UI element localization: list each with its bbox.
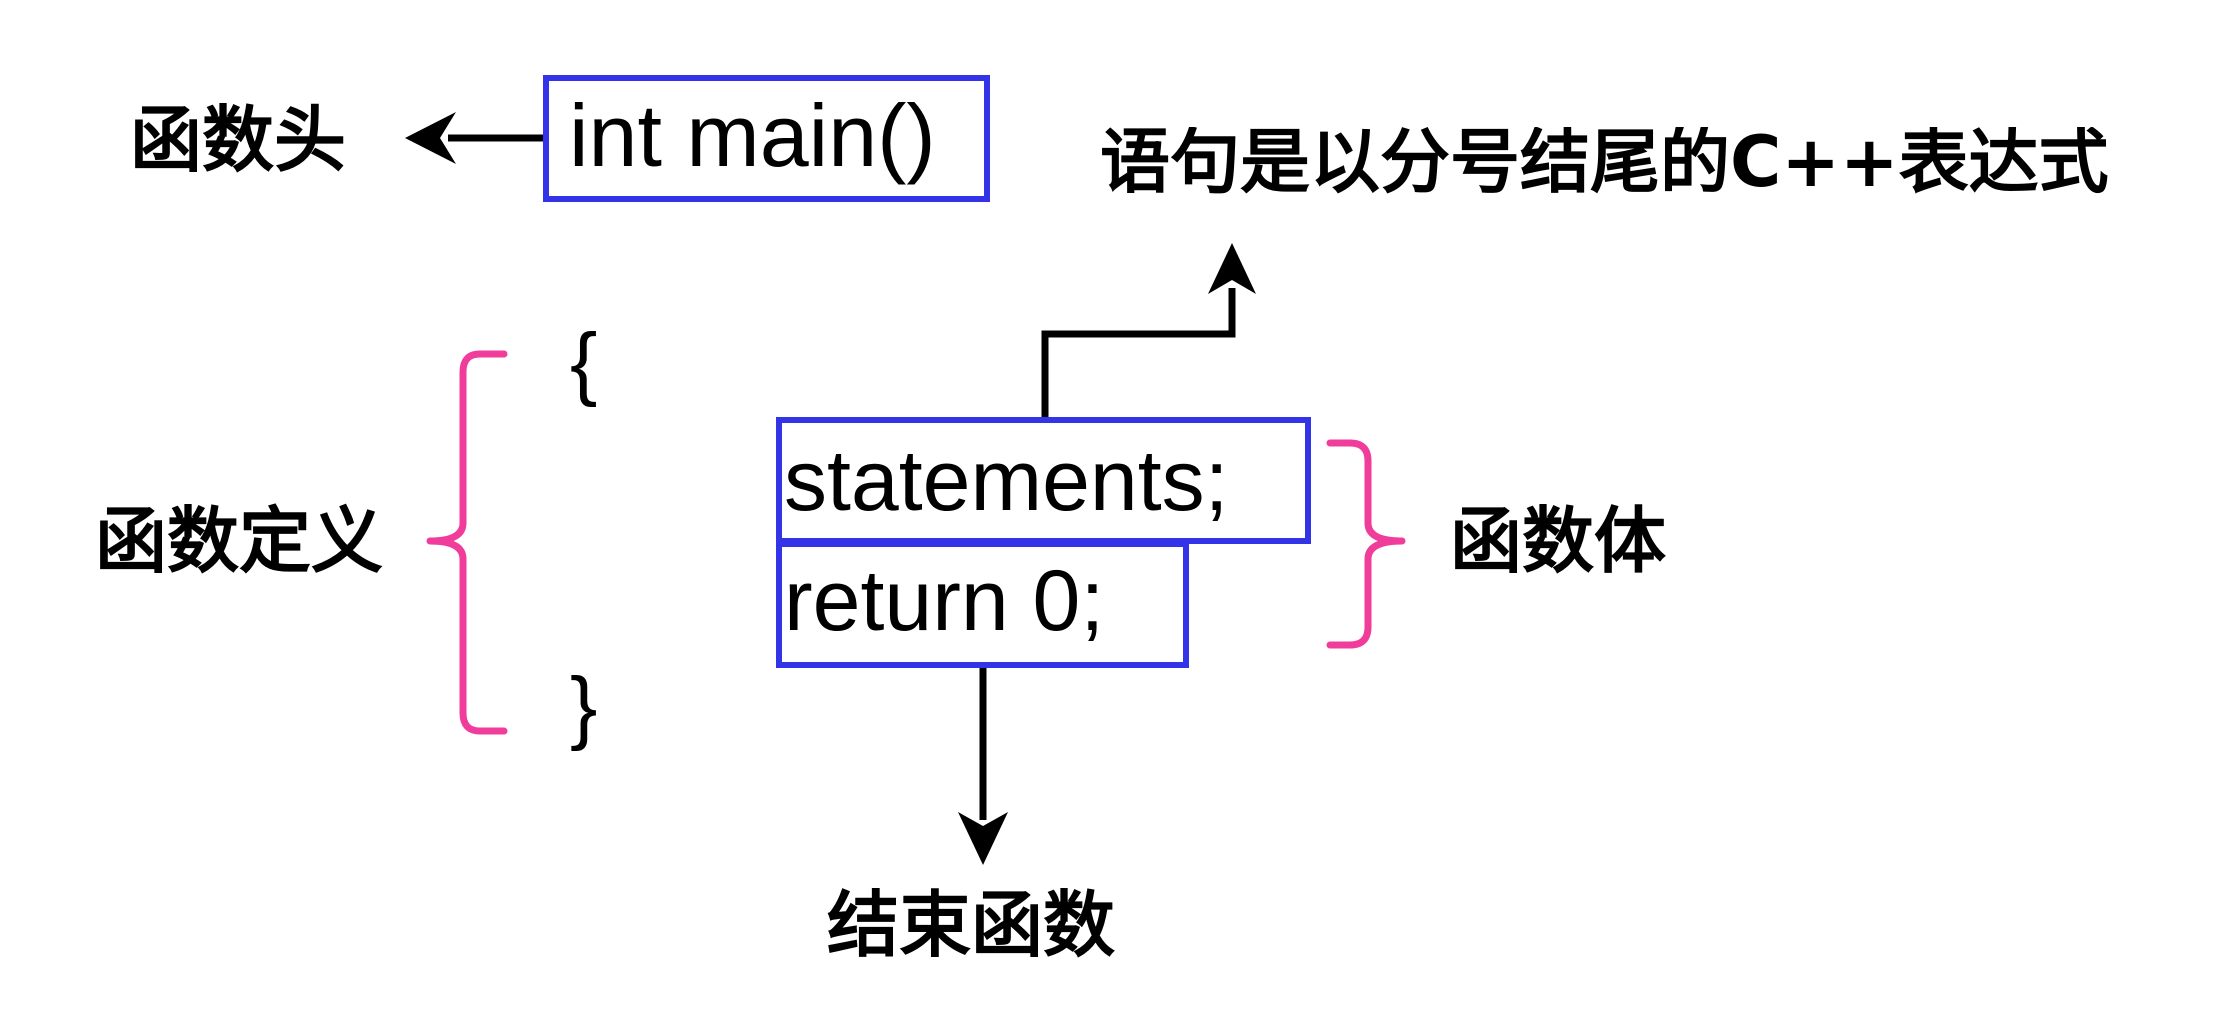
function-header-box <box>543 75 990 202</box>
function-head-label: 函数头 <box>130 98 347 182</box>
end-function-label: 结束函数 <box>827 883 1116 967</box>
statements-code: statements; <box>784 433 1229 529</box>
statement-definition-label: 语句是以分号结尾的C++表达式 <box>1100 127 2109 197</box>
arrow-to-statement-definition <box>1041 243 1256 417</box>
close-brace: } <box>570 661 598 752</box>
open-brace: { <box>570 317 598 408</box>
function-header-code: int main() <box>569 86 936 185</box>
return-code: return 0; <box>784 553 1105 649</box>
function-definition-brace <box>426 350 508 735</box>
function-body-label: 函数体 <box>1450 499 1667 583</box>
function-body-brace <box>1326 439 1406 649</box>
function-definition-label: 函数定义 <box>95 499 384 583</box>
return-box <box>776 541 1189 668</box>
arrow-to-end-function <box>958 668 1008 865</box>
arrow-to-function-head <box>405 112 543 164</box>
